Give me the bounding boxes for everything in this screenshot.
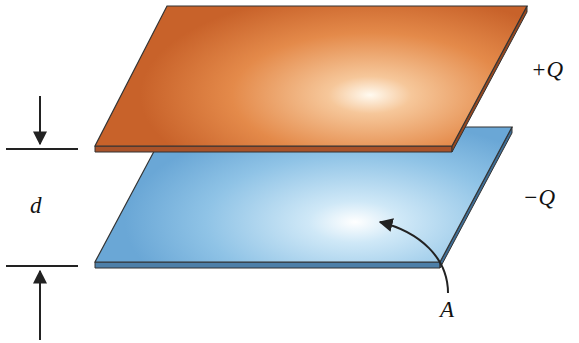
- area-label: A: [440, 298, 454, 321]
- charge-label: +Q: [531, 58, 563, 81]
- dimension-d: [6, 96, 78, 340]
- negative-plate: [95, 127, 512, 268]
- charge-label: −Q: [523, 186, 555, 209]
- positive-plate: [95, 6, 527, 152]
- area-pointer: [380, 222, 448, 293]
- distance-label: d: [30, 194, 42, 217]
